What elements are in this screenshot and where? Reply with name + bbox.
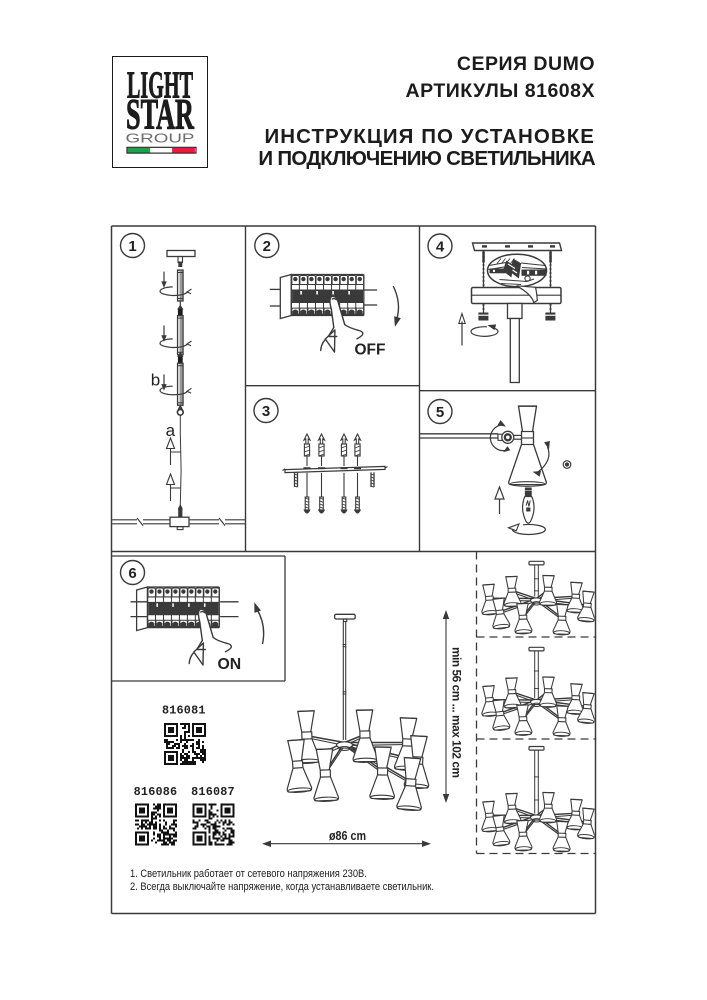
svg-text:ø86 cm: ø86 cm xyxy=(329,828,366,843)
svg-text:OFF: OFF xyxy=(355,342,386,359)
svg-text:min 56 cm ... max 102 cm: min 56 cm ... max 102 cm xyxy=(450,647,464,778)
svg-text:816081: 816081 xyxy=(162,704,206,718)
svg-text:b: b xyxy=(151,371,160,390)
svg-text:ON: ON xyxy=(218,656,242,673)
svg-text:GROUP: GROUP xyxy=(126,130,195,145)
svg-text:STAR: STAR xyxy=(126,92,195,139)
svg-text:5: 5 xyxy=(436,404,444,421)
svg-text:4: 4 xyxy=(436,239,445,256)
svg-text:816086: 816086 xyxy=(134,785,178,799)
svg-text:816087: 816087 xyxy=(191,785,235,799)
svg-text:a: a xyxy=(166,421,176,440)
svg-text:LIGHT: LIGHT xyxy=(127,65,193,107)
svg-text:2: 2 xyxy=(263,238,271,255)
svg-text:6: 6 xyxy=(128,565,136,582)
svg-text:1: 1 xyxy=(128,238,136,255)
svg-text:3: 3 xyxy=(262,403,270,420)
